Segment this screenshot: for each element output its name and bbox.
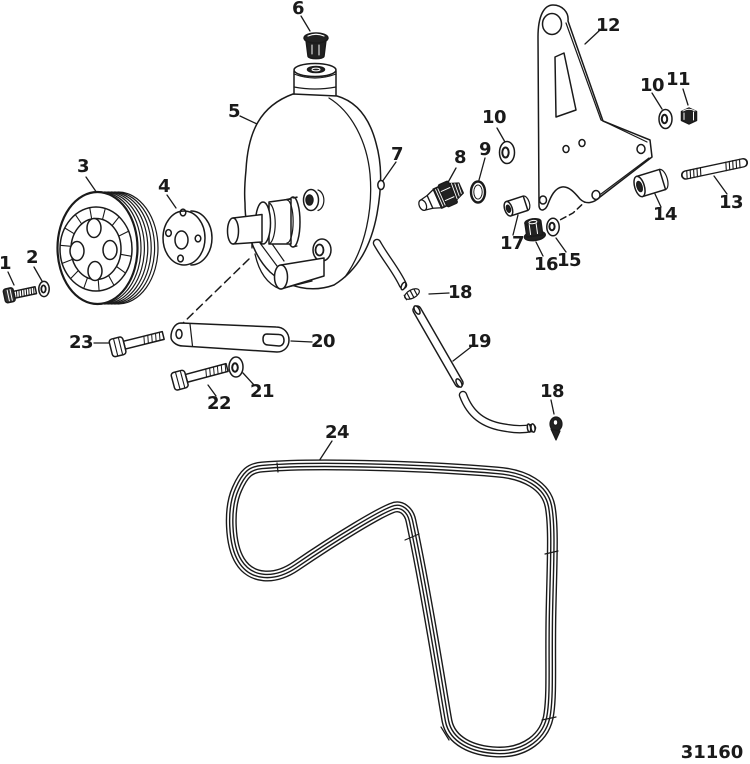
washer-15	[546, 217, 560, 237]
callout-5: 5	[227, 101, 241, 122]
hose-tube-19	[412, 305, 464, 388]
callout-7: 7	[390, 144, 404, 165]
callout-8: 8	[453, 147, 467, 168]
bolt-23	[108, 330, 165, 358]
pulley-hub-plate	[162, 208, 213, 266]
serpentine-belt	[225, 459, 559, 758]
callout-15: 15	[556, 250, 582, 271]
hydraulic-fitting	[418, 180, 464, 212]
callout-2: 2	[25, 247, 39, 268]
washer-2	[38, 280, 50, 298]
pump-shaft	[226, 196, 301, 248]
callout-16: 16	[533, 254, 559, 275]
callout-14: 14	[652, 204, 678, 225]
pulley-scallop-spokes	[59, 207, 133, 292]
hose-upper	[372, 238, 408, 291]
callout-leader-lines	[7, 15, 728, 462]
belt-section-marks	[276, 462, 559, 741]
callout-23: 23	[68, 332, 94, 353]
hose-lower	[458, 390, 537, 434]
o-ring-9	[469, 180, 487, 204]
assembly-axis-dashes	[180, 197, 590, 326]
callout-22: 22	[206, 393, 232, 414]
support-brace	[170, 322, 290, 353]
callout-17: 17	[499, 233, 525, 254]
callout-18b: 18	[539, 381, 565, 402]
washer-10-middle	[498, 140, 516, 165]
hose-clamp-small	[403, 288, 420, 301]
crankshaft-pulley	[56, 190, 159, 306]
bolt-1	[2, 285, 38, 304]
pump-mounting-bosses	[273, 188, 332, 290]
callout-24: 24	[324, 422, 350, 443]
callout-12: 12	[595, 15, 621, 36]
callout-20: 20	[310, 331, 336, 352]
nut-11	[680, 107, 698, 125]
pulley-grooves	[100, 191, 159, 305]
washer-21	[228, 356, 244, 378]
callout-10b: 10	[639, 75, 665, 96]
callout-1: 1	[0, 253, 12, 274]
callout-3: 3	[76, 156, 90, 177]
spacer-14	[633, 168, 669, 198]
drawing-number: 31160	[680, 742, 744, 763]
callout-4: 4	[157, 176, 171, 197]
callout-18: 18	[447, 282, 473, 303]
callout-21: 21	[249, 381, 275, 402]
callout-9: 9	[478, 139, 492, 160]
pressure-stud-7	[377, 179, 385, 191]
washer-10-right	[658, 108, 673, 130]
stud-13	[680, 158, 749, 180]
callout-13: 13	[718, 192, 744, 213]
locknut-16	[523, 217, 547, 242]
callout-6: 6	[291, 0, 305, 19]
callout-11: 11	[665, 69, 691, 90]
callout-19: 19	[466, 331, 492, 352]
spacer-17	[503, 195, 531, 217]
mounting-bracket	[537, 4, 653, 211]
hose-clamp-lower	[549, 416, 563, 441]
bolt-22	[170, 362, 229, 391]
reservoir-cap	[303, 32, 329, 60]
callout-10: 10	[481, 107, 507, 128]
